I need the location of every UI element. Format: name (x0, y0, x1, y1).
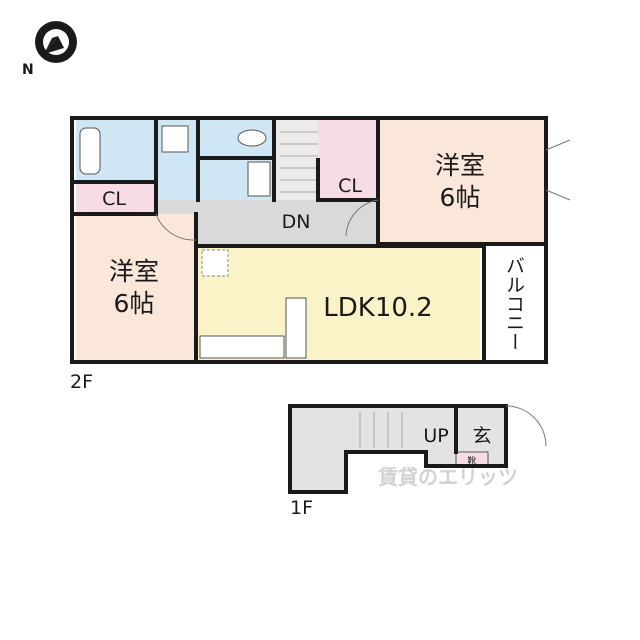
western-room-right-size: 6帖 (440, 183, 481, 212)
toilet-icon (237, 129, 267, 147)
closet-right-label: CL (338, 175, 362, 197)
balcony (486, 246, 544, 360)
closet-right (318, 120, 378, 200)
watermark-text: 賃貸のエリッツ (377, 465, 518, 489)
western-room-right (378, 120, 544, 244)
western-room-right-name: 洋室 (435, 151, 485, 180)
shoe-box-label: 靴 (467, 455, 476, 467)
western-room-left-size: 6帖 (114, 289, 155, 318)
floor2-plan (70, 116, 571, 364)
stairs-up-label: UP (423, 425, 448, 447)
western-room-left (76, 214, 196, 360)
balcony-label: バルコニー (503, 256, 525, 351)
sink-icon (247, 161, 271, 197)
north-label: N (22, 62, 34, 78)
compass-icon (35, 21, 77, 63)
ldk-label: LDK10.2 (323, 293, 432, 323)
floor1-plan (288, 404, 547, 494)
kitchen-counter (199, 335, 285, 359)
closet-left (76, 184, 154, 214)
floor1-label: 1F (290, 497, 313, 519)
floor2-label: 2F (70, 371, 93, 393)
western-room-left-name: 洋室 (109, 257, 159, 286)
closet-left-label: CL (102, 188, 126, 210)
entrance-label: 玄 (472, 425, 491, 447)
stairs-down-label: DN (282, 211, 311, 233)
